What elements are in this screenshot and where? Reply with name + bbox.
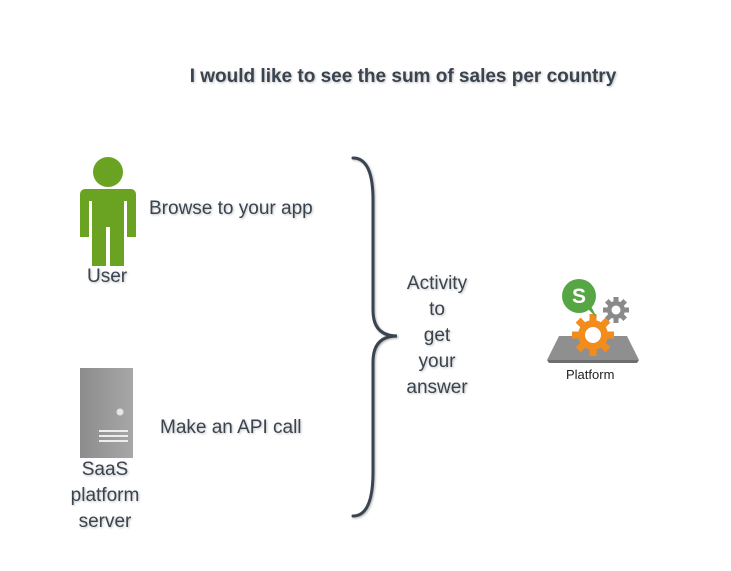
server-icon <box>80 368 133 458</box>
activity-line: to <box>429 299 445 320</box>
activity-line: answer <box>406 377 468 398</box>
activity-line: Activity <box>406 273 468 294</box>
user-action-label: Browse to your app <box>149 198 313 219</box>
diagram-title: I would like to see the sum of sales per… <box>189 66 617 87</box>
platform-gears-logo: S <box>547 279 639 363</box>
curly-brace <box>351 156 398 518</box>
server-label: SaaS platform server <box>55 457 155 535</box>
server-action-label: Make an API call <box>160 417 302 438</box>
activity-label: Activity to get your answer <box>387 271 487 401</box>
user-label: User <box>87 266 128 287</box>
platform-label: Platform <box>566 367 615 382</box>
activity-line: your <box>418 351 456 372</box>
server-label-line: platform <box>70 485 140 506</box>
server-label-line: server <box>78 511 132 532</box>
activity-line: get <box>423 325 451 346</box>
user-figure-icon <box>80 157 136 266</box>
svg-text:S: S <box>572 285 586 308</box>
server-label-line: SaaS <box>81 459 129 480</box>
